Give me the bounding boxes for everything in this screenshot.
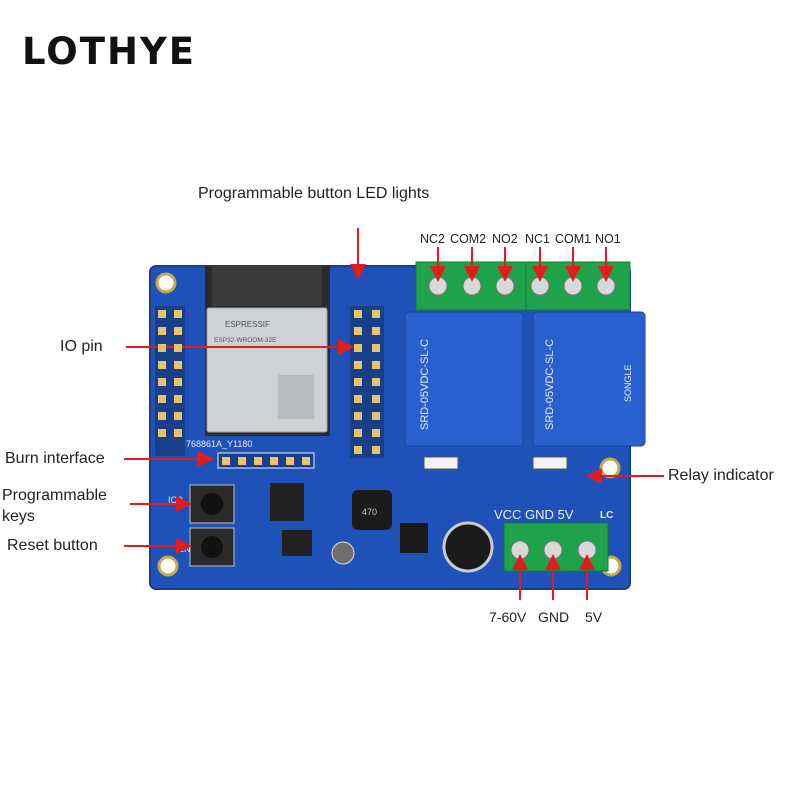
- header-pin: [354, 412, 362, 420]
- board-code-text: 768861A_Y1180: [186, 439, 252, 449]
- header-pin: [372, 310, 380, 318]
- header-pin: [354, 378, 362, 386]
- header-pin: [174, 429, 182, 437]
- io0-button: [189, 484, 235, 524]
- header-pin: [222, 457, 230, 465]
- en-button: [189, 527, 235, 567]
- inductor-value: 470: [362, 507, 377, 517]
- led-lights-label: Programmable button LED lights: [198, 185, 430, 202]
- programmable-keys-label-1: Programmable: [2, 487, 107, 504]
- header-pin: [302, 457, 310, 465]
- relay1-model: SRD-05VDC-SL-C: [544, 339, 556, 430]
- header-pin: [174, 310, 182, 318]
- electrolytic-capacitor: [442, 521, 494, 573]
- inductor: [352, 490, 392, 530]
- mount-hole: [155, 272, 177, 294]
- logo-mark: LC: [600, 510, 613, 521]
- header-pin: [372, 378, 380, 386]
- header-pin: [354, 310, 362, 318]
- power-label-5v: 5V: [585, 609, 603, 625]
- terminal-label-no1: NO1: [595, 232, 621, 246]
- header-pin: [354, 395, 362, 403]
- reset-button-label: Reset button: [7, 537, 98, 554]
- brand-logo: LOTHYE: [22, 30, 196, 73]
- terminal-label-nc2: NC2: [420, 232, 446, 246]
- terminal-label-com1: COM1: [555, 232, 592, 246]
- header-pin: [174, 327, 182, 335]
- header-pin: [372, 327, 380, 335]
- relay-1: SRD-05VDC-SL-C SONGLE: [532, 311, 646, 447]
- esp-brand-text: ESPRESSIF: [225, 320, 270, 329]
- header-pin: [372, 344, 380, 352]
- header-pin: [174, 378, 182, 386]
- header-pin: [158, 378, 166, 386]
- relay-2: SRD-05VDC-SL-C: [404, 311, 524, 447]
- header-pin: [372, 412, 380, 420]
- header-pin: [372, 395, 380, 403]
- header-pin: [270, 457, 278, 465]
- mount-hole: [599, 457, 621, 479]
- header-pin: [158, 429, 166, 437]
- header-pin: [158, 327, 166, 335]
- programmable-keys-label-2: keys: [2, 508, 35, 525]
- header-pin: [254, 457, 262, 465]
- terminal-label-nc1: NC1: [525, 232, 551, 246]
- burn-interface-label: Burn interface: [5, 450, 105, 467]
- terminal-label-com2: COM2: [450, 232, 487, 246]
- header-pin: [158, 310, 166, 318]
- header-pin: [354, 361, 362, 369]
- io-pin-label: IO pin: [60, 338, 103, 355]
- header-pin: [174, 344, 182, 352]
- relay-brand: SONGLE: [623, 364, 633, 402]
- relay-indicator-label: Relay indicator: [668, 467, 774, 484]
- header-pin: [354, 344, 362, 352]
- header-pin: [158, 344, 166, 352]
- small-capacitor: [331, 541, 355, 565]
- relay-led-2: [423, 456, 459, 470]
- power-label-gnd: GND: [538, 609, 570, 625]
- header-pin: [158, 395, 166, 403]
- header-pin: [372, 429, 380, 437]
- burn-header: [217, 452, 315, 469]
- header-pin: [354, 429, 362, 437]
- header-pin: [158, 412, 166, 420]
- esp32-module: ESPRESSIF ESP32-WROOM-32E: [205, 266, 330, 436]
- header-pin: [158, 361, 166, 369]
- regulator: [270, 483, 304, 521]
- header-pin: [286, 457, 294, 465]
- header-pin: [372, 446, 380, 454]
- mount-hole: [157, 555, 179, 577]
- power-label-7-60v: 7-60V: [489, 609, 527, 625]
- header-pin: [174, 395, 182, 403]
- relay-terminal-block: [415, 261, 631, 311]
- esp-model-text: ESP32-WROOM-32E: [214, 337, 277, 344]
- header-pin: [174, 412, 182, 420]
- header-pin: [372, 361, 380, 369]
- relay-led-1: [532, 456, 568, 470]
- header-pin: [238, 457, 246, 465]
- io0-silk: IO0: [168, 495, 183, 505]
- ic-chip: [400, 523, 428, 553]
- header-pin: [354, 446, 362, 454]
- relay2-model: SRD-05VDC-SL-C: [419, 339, 431, 430]
- header-pin: [174, 361, 182, 369]
- terminal-label-no2: NO2: [492, 232, 518, 246]
- header-pin: [354, 327, 362, 335]
- power-header-silk: VCC GND 5V: [494, 507, 574, 522]
